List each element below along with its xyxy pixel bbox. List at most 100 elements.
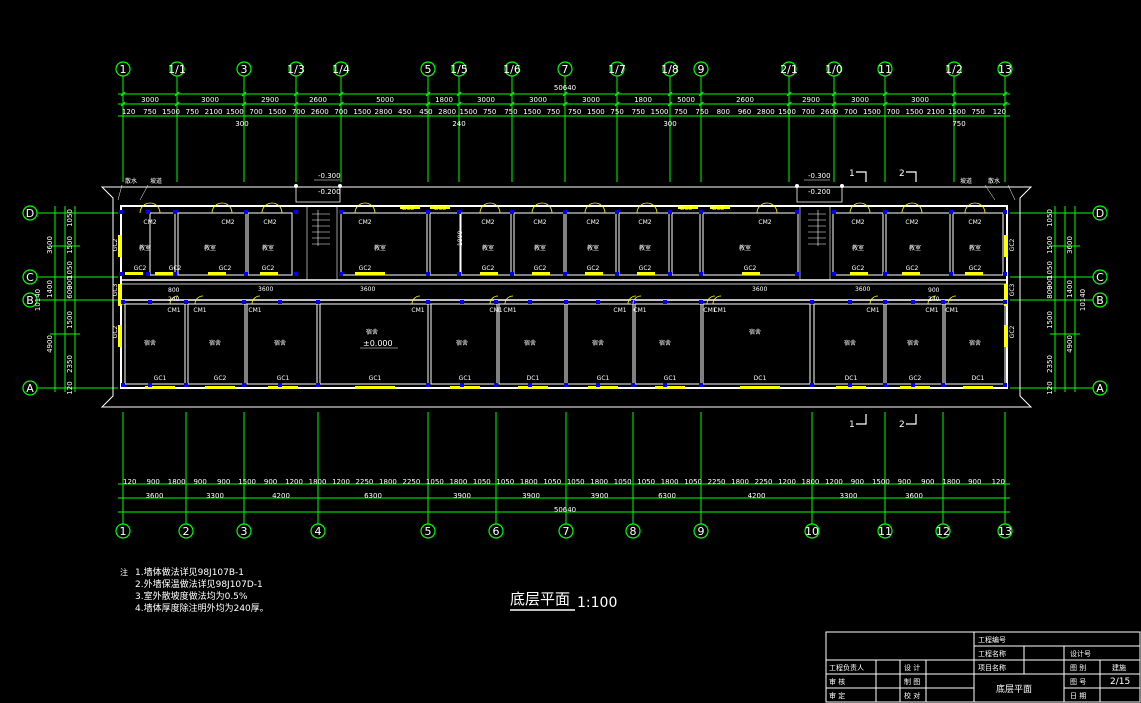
room-name-north-5: 教室	[534, 244, 546, 252]
column-s-15	[460, 383, 464, 387]
svg-text:1/0: 1/0	[825, 63, 843, 76]
column-s-14	[278, 383, 282, 387]
dim-right1-2: 4900	[1066, 335, 1074, 353]
grid-bubble-top-6: 1/5	[450, 61, 468, 77]
column-c-14	[832, 272, 836, 276]
window-label-north-10: GC2	[852, 265, 865, 272]
tb-designer: 设 计	[904, 663, 920, 672]
svg-text:6: 6	[493, 525, 500, 538]
dim-top2-17: 750	[483, 108, 496, 116]
door-label-cm2-10: CM2	[905, 219, 918, 226]
column-c-9	[563, 272, 567, 276]
column-n-1	[146, 210, 150, 214]
drawing-title: 底层平面	[510, 590, 570, 608]
column-b-20	[911, 300, 915, 304]
door-label-cm2-5: CM2	[533, 219, 546, 226]
door-swing-south-3	[411, 295, 421, 305]
grid-bubble-bottom-12: 13	[997, 523, 1013, 539]
section-2-top: 2	[899, 169, 905, 179]
dim-top2-14: 450	[419, 108, 432, 116]
door-label-cm2-9: CM2	[851, 219, 864, 226]
room-name-north-0: 教室	[139, 244, 151, 252]
dim-bot2-3: 6300	[364, 492, 382, 500]
window-label-south-11: DC1	[972, 375, 985, 382]
dim-top2-0: 120	[122, 108, 135, 116]
grid-bubble-top-12: 2/1	[780, 61, 798, 77]
window-south-11	[963, 386, 993, 389]
window-north-9	[742, 272, 760, 275]
column-c-3	[244, 272, 248, 276]
column-b-0	[121, 300, 125, 304]
door-label-cm1-5: CM1	[503, 307, 516, 314]
door-label-cm2-8: CM2	[758, 219, 771, 226]
svg-text:5: 5	[425, 525, 432, 538]
window-south-6	[588, 386, 618, 389]
tb-sheet-value: 2/15	[1110, 677, 1130, 687]
door-swing-south-4	[489, 295, 499, 305]
level-main: ±0.000	[363, 339, 393, 348]
dim-bot1-31: 900	[851, 478, 864, 486]
dim-left1-0: 3600	[46, 236, 54, 254]
svg-text:9: 9	[698, 63, 705, 76]
door-label-cm1-3: CM1	[411, 307, 424, 314]
window-label-north-9: GC2	[744, 265, 757, 272]
window-label-south-2: GC1	[277, 375, 290, 382]
dim-bot1-4: 900	[217, 478, 230, 486]
svg-text:8: 8	[630, 525, 637, 538]
tb-design-no: 设计号	[1070, 649, 1091, 658]
dim-top2-32: 700	[802, 108, 815, 116]
tb-category-value: 建施	[1112, 663, 1126, 672]
column-s-7	[631, 383, 635, 387]
door-label-cm2-3: CM2	[358, 219, 371, 226]
dim-bot1-14: 1800	[449, 478, 467, 486]
column-b-5	[494, 300, 498, 304]
window-south-5	[518, 386, 548, 389]
room-name-south-7: 宿舍	[659, 339, 671, 347]
column-n-14	[832, 210, 836, 214]
dim-bot1-1: 900	[147, 478, 160, 486]
room-name-north-7: 教室	[639, 244, 651, 252]
level-stair-b-right: -0.200	[808, 188, 831, 196]
dim-top1-12: 2900	[802, 96, 820, 104]
door-label-cm1-7: CM1	[633, 307, 646, 314]
dim-top2-19: 1500	[523, 108, 541, 116]
grid-bubble-top-11: 9	[693, 61, 709, 77]
dim-bot1-8: 1800	[309, 478, 327, 486]
grid-bubble-top-14: 11	[877, 61, 893, 77]
window-label-side-4: GC3	[1009, 283, 1016, 296]
column-b-12	[1003, 300, 1007, 304]
column-b-3	[316, 300, 320, 304]
dim-bot1-0: 120	[123, 478, 136, 486]
tb-date-label: 日 期	[1070, 692, 1086, 700]
level-mark-dot	[795, 184, 799, 188]
dim-top1-6: 3000	[477, 96, 495, 104]
column-c-12	[699, 272, 703, 276]
svg-text:B: B	[1096, 294, 1104, 307]
dim-bot1-34: 900	[921, 478, 934, 486]
label-drain-right: 散水	[988, 177, 1000, 185]
dim-bot1-10: 2250	[356, 478, 374, 486]
tb-checker: 审 核	[829, 677, 845, 686]
dim-top3-2: 300	[663, 120, 676, 128]
dim-top2-38: 2100	[927, 108, 945, 116]
dim-right-total: 10140	[1079, 289, 1087, 311]
dim-bot1-18: 1050	[543, 478, 561, 486]
svg-text:1/1: 1/1	[168, 63, 186, 76]
window-north-1	[155, 272, 173, 275]
room-name-south-11: 宿舍	[969, 339, 981, 347]
dim-top2-1: 750	[143, 108, 156, 116]
window-label-south-6: GC1	[597, 375, 610, 382]
door-swing-north-2	[261, 202, 283, 214]
window-label-south-10: GC2	[909, 375, 922, 382]
dim-top2-39: 1500	[948, 108, 966, 116]
dim-left2-2: 1050	[66, 261, 74, 279]
room-name-north-6: 教室	[587, 244, 599, 252]
window-north-13	[400, 206, 420, 209]
door-swing-north-10	[901, 202, 923, 214]
window-label-side-2: GC2	[112, 325, 119, 338]
column-b-2	[242, 300, 246, 304]
column-n-10	[615, 210, 619, 214]
dim-top2-5: 1500	[226, 108, 244, 116]
dim-top2-34: 700	[844, 108, 857, 116]
